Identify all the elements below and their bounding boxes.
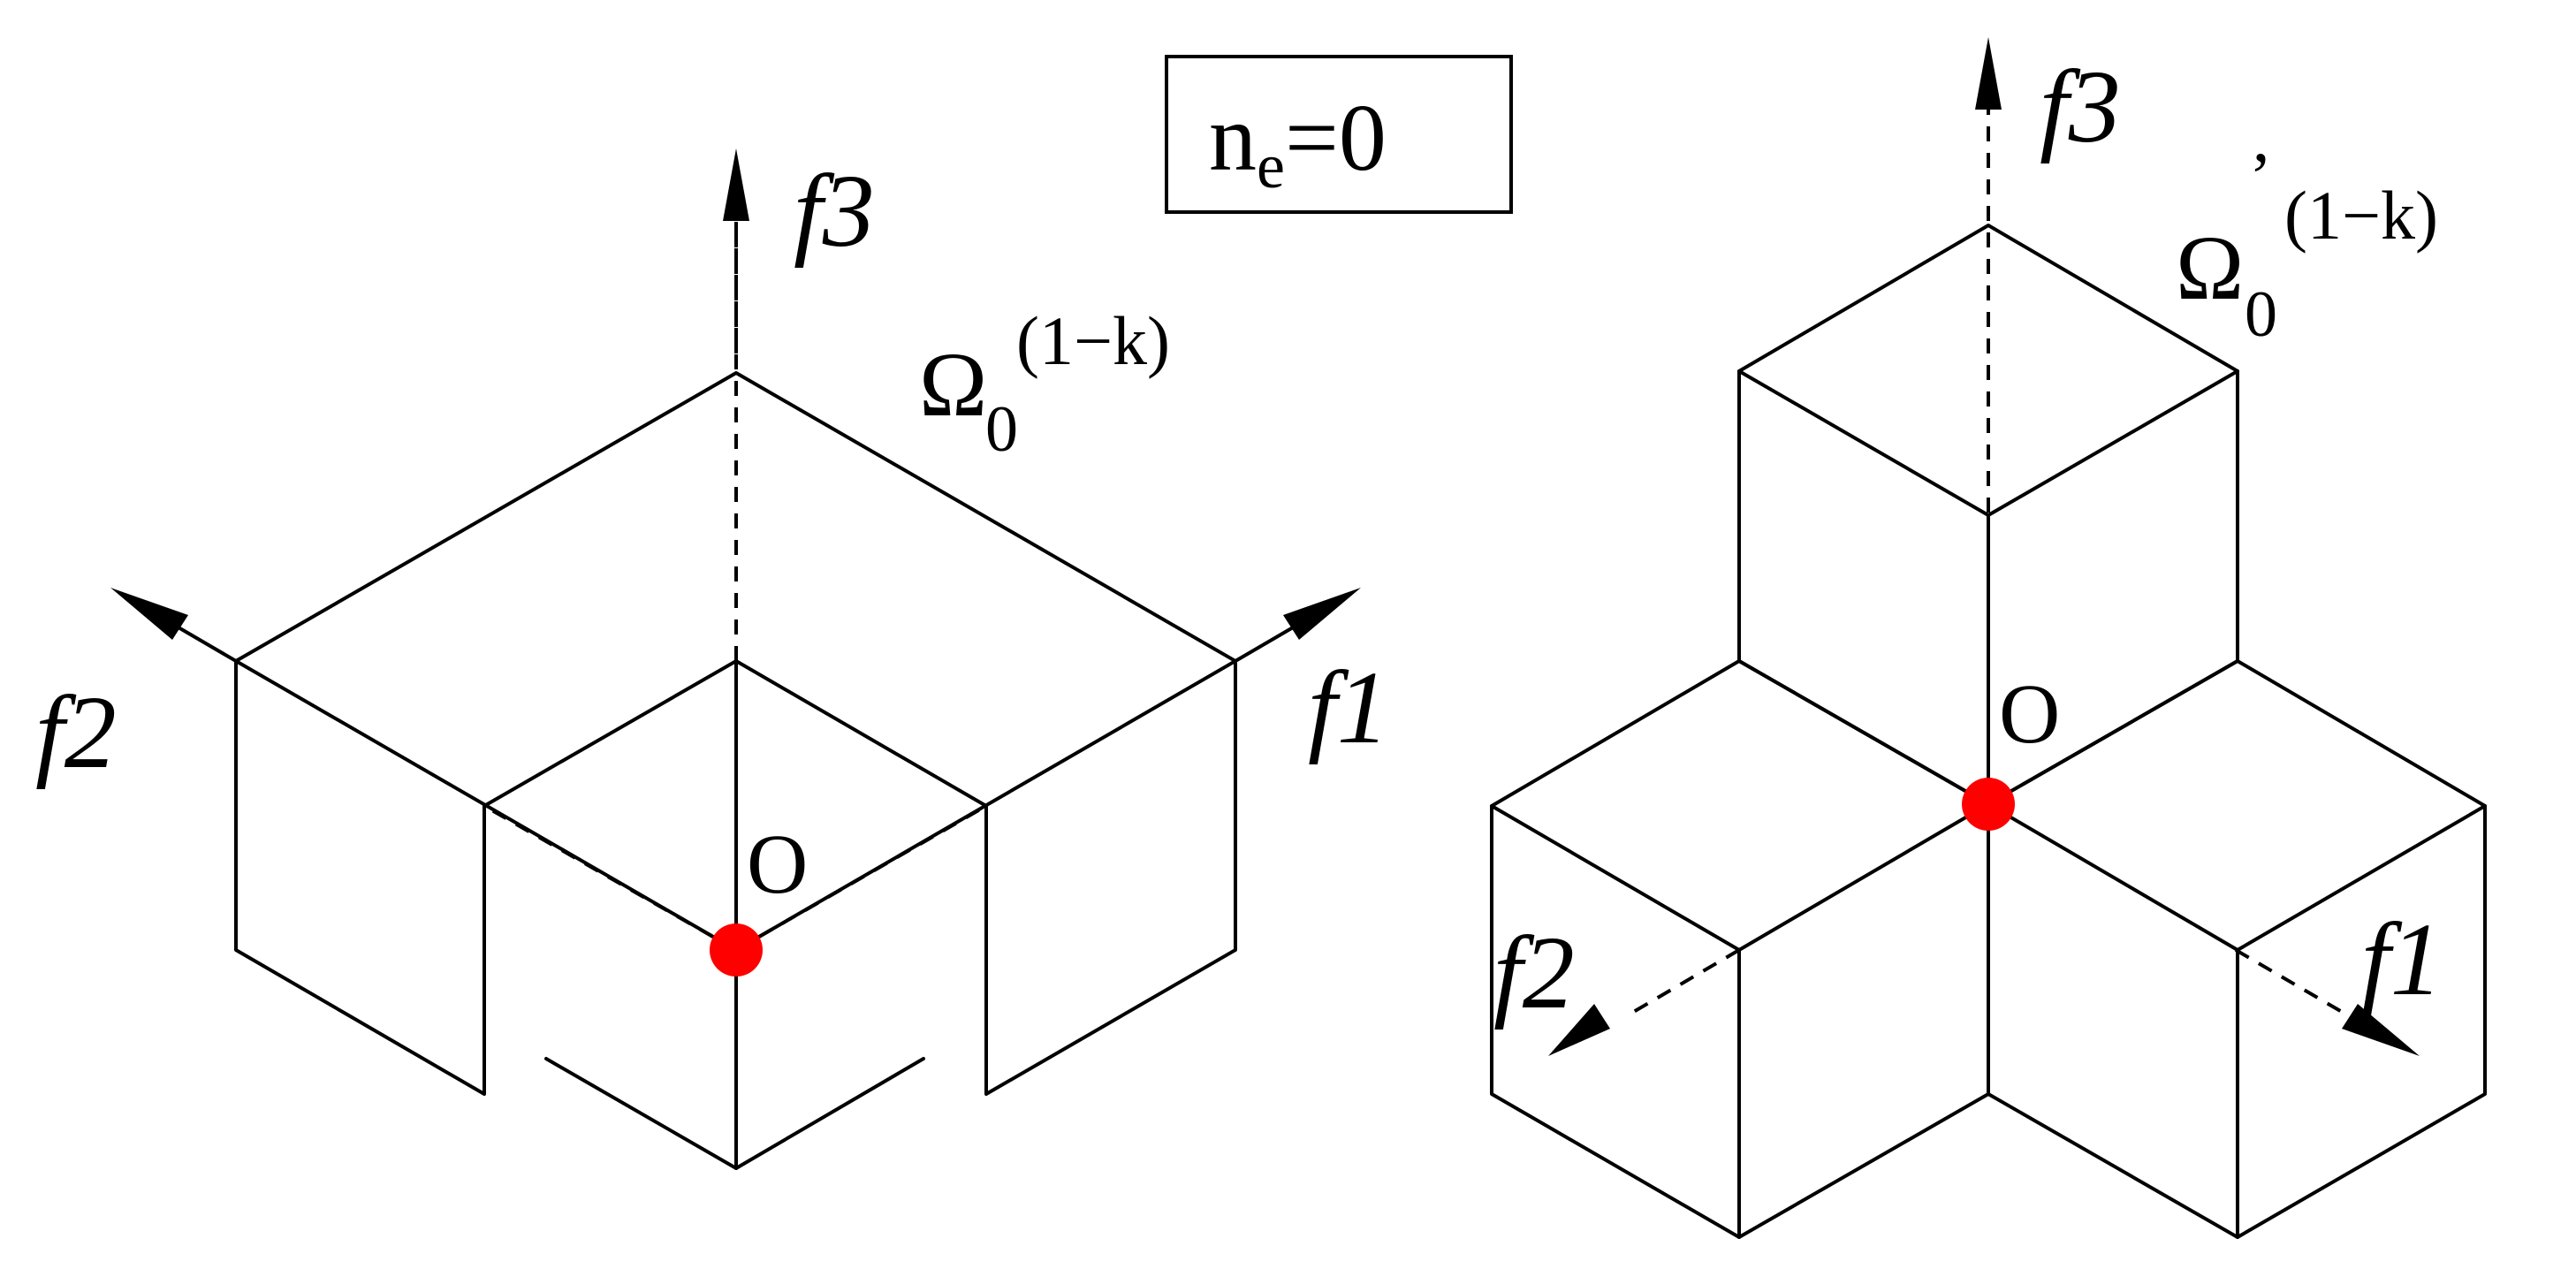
- left-region-superscript: (1−k): [1016, 302, 1170, 379]
- right-region-superscript: (1−k): [2284, 177, 2438, 254]
- left-diagram: f3 f1 f2 O Ω 0 (1−k): [35, 148, 1389, 1170]
- left-region-subscript: 0: [985, 393, 1018, 466]
- left-origin-point: [710, 923, 763, 976]
- right-region-omega: Ω: [2176, 217, 2244, 319]
- left-region-omega: Ω: [919, 334, 987, 436]
- right-region-prime: ’: [2249, 138, 2272, 215]
- left-block-right: [984, 659, 1237, 1096]
- right-f1-arrowhead: [2342, 1004, 2420, 1056]
- left-axis-f2-stem: [171, 622, 238, 663]
- right-f3-label: f3: [2040, 49, 2121, 164]
- right-diagram: f3 f1 f2 O Ω 0 ’ (1−k): [1490, 37, 2487, 1239]
- right-origin-label: O: [1999, 666, 2060, 761]
- left-f1-label: f1: [1308, 650, 1389, 765]
- right-left-cube-top: [1490, 659, 1990, 952]
- right-axis-f1-dashed: [2234, 948, 2344, 1014]
- left-f2-label: f2: [35, 674, 117, 790]
- ne-label-box: ne=0: [1165, 55, 1513, 214]
- left-f2-arrowhead: [110, 588, 188, 640]
- right-origin-point: [1962, 778, 2015, 831]
- right-region-subscript: 0: [2245, 278, 2277, 351]
- left-f1-arrowhead: [1283, 588, 1361, 640]
- ne-label-text: ne=0: [1209, 86, 1387, 201]
- left-f3-arrowhead: [723, 148, 749, 221]
- left-block-left: [234, 659, 486, 1096]
- right-axis-f2-dashed: [1624, 948, 1741, 1018]
- right-region-label: Ω 0 ’ (1−k): [2176, 138, 2438, 351]
- ne-label-frame: [1165, 55, 1513, 214]
- left-axis-f1-stem: [1234, 622, 1301, 663]
- left-region-label: Ω 0 (1−k): [919, 302, 1170, 466]
- right-f2-label: f2: [1493, 915, 1575, 1030]
- left-f3-label: f3: [794, 153, 875, 269]
- left-origin-label: O: [747, 817, 808, 911]
- right-f1-label: f1: [2361, 901, 2443, 1017]
- right-f2-arrowhead: [1548, 1004, 1610, 1056]
- right-right-cube-sides: [1987, 804, 2487, 1239]
- right-f3-arrowhead: [1975, 37, 2002, 110]
